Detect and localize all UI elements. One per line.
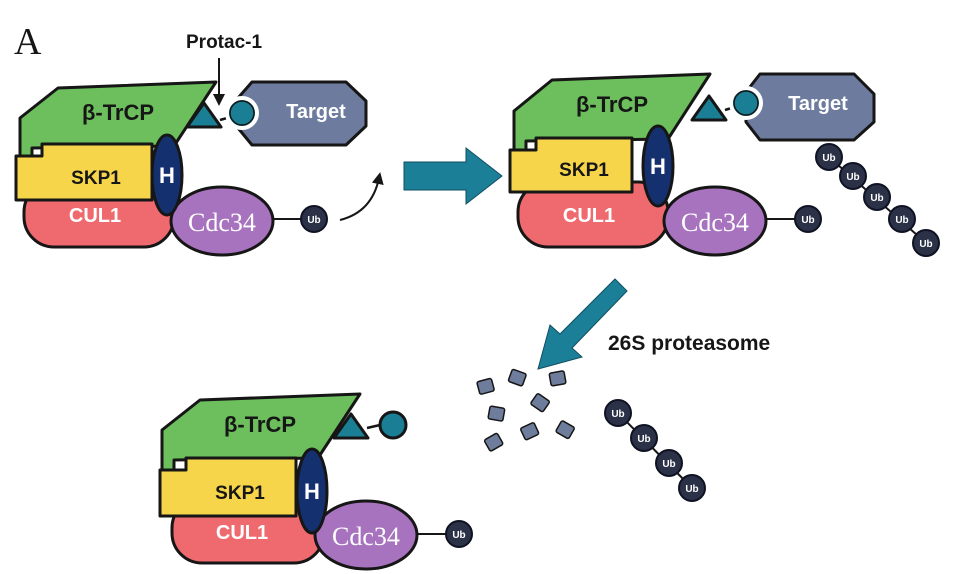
ubiquitin <box>445 520 473 548</box>
cul1-label: CUL1 <box>216 522 268 544</box>
peptide-fragment <box>476 377 495 395</box>
curved-transfer-arrow-icon <box>339 172 384 221</box>
degraded-target-fragments <box>476 368 575 452</box>
ub-label: Ub <box>870 193 883 204</box>
skp1-subunit <box>14 142 154 202</box>
ubiquitin <box>863 183 891 211</box>
ubiquitin <box>678 474 706 502</box>
ubiquitin <box>888 205 916 233</box>
peptide-fragment <box>530 393 550 413</box>
cul1-label: CUL1 <box>563 205 615 227</box>
skp1-subunit <box>508 136 634 194</box>
cul1-label: CUL1 <box>69 205 121 227</box>
skp1-subunit <box>158 456 298 518</box>
protac-label: Protac-1 <box>186 32 262 53</box>
cdc34-enzyme <box>169 185 275 257</box>
skp1-label: SKP1 <box>71 168 121 189</box>
complex-ubiquitinated: CUL1 Cdc34 Ub β-TrCP SKP1 H Target Ub Ub… <box>508 72 940 257</box>
protac-linker <box>366 423 381 430</box>
ubiquitin <box>839 162 867 190</box>
btrcp-label: β-TrCP <box>82 100 154 125</box>
btrcp-label: β-TrCP <box>576 92 648 117</box>
cdc34-label: Cdc34 <box>681 208 749 237</box>
ub-label: Ub <box>685 484 698 495</box>
ubiquitin <box>912 229 940 257</box>
ub-label: Ub <box>822 153 835 164</box>
skp1-label: SKP1 <box>559 160 609 181</box>
ub-label: Ub <box>637 434 650 445</box>
peptide-fragment <box>487 405 506 422</box>
ubiquitin <box>815 143 843 171</box>
ub-label: Ub <box>919 239 932 250</box>
ub-label: Ub <box>611 409 624 420</box>
complex-initial: CUL1 Cdc34 Ub β-TrCP SKP1 H Target <box>14 80 384 257</box>
target-label: Target <box>788 93 848 115</box>
h-label: H <box>159 163 175 188</box>
peptide-fragment <box>555 420 575 440</box>
skp1-label: SKP1 <box>215 483 265 504</box>
cdc34-label: Cdc34 <box>332 522 400 551</box>
protac-triangle-ligand <box>690 94 728 122</box>
panel-letter: A <box>14 21 42 63</box>
ubiquitin <box>655 449 683 477</box>
ubiquitin <box>630 424 658 452</box>
h-domain <box>150 133 184 217</box>
protac-circle-ligand <box>378 410 408 440</box>
ub-label: Ub <box>801 215 814 226</box>
protac-triangle-ligand <box>185 101 223 129</box>
protac-circle-ligand <box>225 96 259 130</box>
peptide-fragment <box>483 432 504 452</box>
released-polyubiquitin-chain: Ub Ub Ub Ub <box>604 399 706 502</box>
ub-label: Ub <box>846 172 859 183</box>
proteasome-label: 26S proteasome <box>608 332 770 355</box>
down-left-arrow-icon <box>537 278 628 370</box>
protac-circle-ligand-outline <box>733 90 759 116</box>
h-domain <box>641 124 675 208</box>
peptide-fragment <box>507 368 527 387</box>
right-arrow-icon <box>403 146 503 206</box>
polyubiquitin-chain: Ub Ub Ub Ub Ub <box>815 143 940 257</box>
h-domain <box>295 447 329 535</box>
cdc34-label: Cdc34 <box>188 208 256 237</box>
peptide-fragment <box>548 370 567 387</box>
protac-circle-ligand-outline <box>229 100 255 126</box>
h-label: H <box>650 154 666 179</box>
btrcp-label: β-TrCP <box>224 412 296 437</box>
h-label: H <box>304 479 320 504</box>
ubiquitin <box>604 399 632 427</box>
ub-label: Ub <box>662 459 675 470</box>
complex-recycled: CUL1 Cdc34 Ub β-TrCP SKP1 H <box>158 392 473 571</box>
protac-circle-ligand <box>729 86 763 120</box>
ub-label: Ub <box>895 215 908 226</box>
ub-label: Ub <box>452 530 465 541</box>
ubiquitin <box>300 205 328 233</box>
target-label: Target <box>286 101 346 123</box>
cdc34-enzyme <box>662 185 768 257</box>
ub-label: Ub <box>307 215 320 226</box>
ubiquitin <box>794 205 822 233</box>
peptide-fragment <box>520 422 540 441</box>
protac-triangle-ligand <box>332 412 370 440</box>
